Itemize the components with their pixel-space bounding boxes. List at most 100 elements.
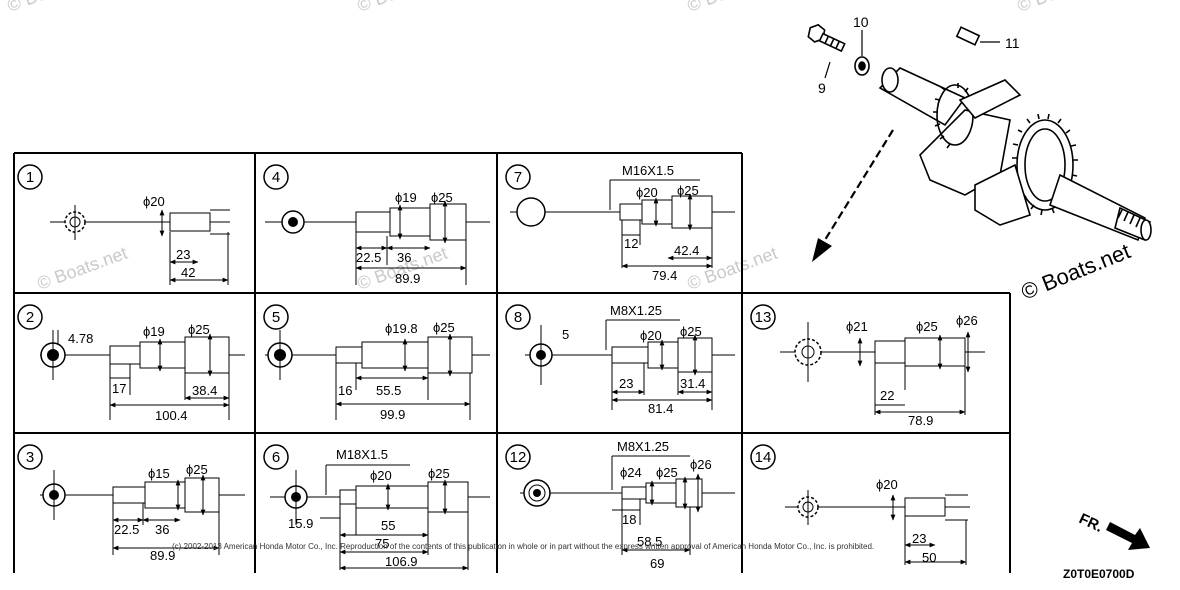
dim-label: ϕ25 [188,322,210,337]
dim-label: 100.4 [155,408,188,423]
callout-11: 11 [1005,35,1020,51]
panel-13: 13 ϕ21 ϕ25 ϕ26 22 78.9 [750,304,985,428]
panel-4: 4 ϕ19 ϕ25 22.5 36 89.9 [263,164,490,286]
dim-label: ϕ26 [956,313,978,328]
dim-label: ϕ26 [690,457,712,472]
crankshaft-illustration [807,23,1152,242]
dim-label: 42 [181,265,195,280]
dim-label: ϕ25 [428,466,450,481]
panel-grid [13,152,1011,573]
panel-2: 2 4.78 ϕ19 ϕ25 17 38.4 100.4 [17,304,245,423]
dim-label: ϕ19.8 [385,321,418,336]
watermark: © Boats.net [5,0,100,16]
dim-label: 22.5 [114,522,139,537]
dim-label: ϕ20 [636,185,658,200]
dim-label: 5 [562,327,569,342]
watermark: © Boats.net [685,0,780,16]
dim-label: 31.4 [680,376,705,391]
dim-label: ϕ21 [846,319,868,334]
dim-label: ϕ19 [143,324,165,339]
dim-label: 50 [922,550,936,565]
dim-label: ϕ25 [916,319,938,334]
dim-label: 23 [619,376,633,391]
dim-label: 36 [397,250,411,265]
gear-left [933,83,974,149]
panel-id: 6 [272,449,280,466]
panel-6: 6 M18X1.5 ϕ20 ϕ25 15.9 55 75 106.9 [263,444,490,571]
dim-label: 18 [622,512,636,527]
panel-id: 5 [272,309,280,326]
dim-label: 106.9 [385,554,418,569]
thread-label: M8X1.25 [617,439,669,454]
dim-label: 81.4 [648,401,673,416]
dim-label: ϕ19 [395,190,417,205]
bolt-9 [807,23,846,53]
panel-8: 8 M8X1.25 5 ϕ20 ϕ25 23 31.4 81.4 [505,303,735,416]
dim-label: 89.9 [150,548,175,563]
dim-label: 17 [112,381,126,396]
callout-10: 10 [853,14,869,30]
dim-label: 42.4 [674,243,699,258]
panel-id: 4 [272,169,280,186]
dim-label: 58.5 [637,534,662,549]
dim-label: 22.5 [356,250,381,265]
diagram-code: Z0T0E0700D [1063,567,1135,581]
panel-5: 5 ϕ19.8 ϕ25 16 55.5 99.9 [263,304,490,422]
washer-10 [854,56,870,76]
dim-label: ϕ20 [370,468,392,483]
dim-label: 23 [176,247,190,262]
dim-label: ϕ20 [876,477,898,492]
dim-label: 38.4 [192,383,217,398]
dim-label: 12 [624,236,638,251]
watermark: © Boats.net [355,0,450,16]
dim-label: 15.9 [288,516,313,531]
panel-id: 13 [755,309,772,326]
dim-label: ϕ25 [431,190,453,205]
dim-label: 89.9 [395,271,420,286]
dim-label: 4.78 [68,331,93,346]
brand-watermark: © Boats.net [1018,238,1134,304]
thread-label: M8X1.25 [610,303,662,318]
key-11 [955,26,981,46]
front-label: FR. [1076,510,1105,536]
dim-label: ϕ24 [620,465,642,480]
dim-label: 55.5 [376,383,401,398]
panel-id: 2 [26,309,34,326]
dim-label: 99.9 [380,407,405,422]
dim-label: ϕ25 [186,462,208,477]
copyright-notice: (c) 2002-2013 American Honda Motor Co., … [172,542,874,551]
dim-label: 22 [880,388,894,403]
watermark: © Boats.net [35,243,130,294]
thread-label: M18X1.5 [336,447,388,462]
dim-label: 16 [338,383,352,398]
callout-9: 9 [818,80,826,96]
front-direction-indicator: FR. [1076,510,1150,550]
dim-label: 78.9 [908,413,933,428]
panel-id: 3 [26,449,34,466]
dim-label: 23 [912,531,926,546]
panel-id: 12 [510,449,527,466]
dim-label: ϕ25 [433,320,455,335]
dim-label: 55 [381,518,395,533]
panel-id: 8 [514,309,522,326]
dim-label: 75 [375,536,389,551]
dim-label: ϕ20 [143,194,165,209]
panel-7: 7 M16X1.5 ϕ20 ϕ25 12 42.4 79.4 [505,163,735,283]
thread-label: M16X1.5 [622,163,674,178]
dim-label: 79.4 [652,268,677,283]
watermark: © Boats.net [1015,0,1110,16]
panel-id: 14 [755,449,772,466]
panel-3: 3 ϕ15 ϕ25 22.5 36 89.9 [17,444,245,563]
dim-label: ϕ25 [680,324,702,339]
dim-label: ϕ15 [148,466,170,481]
panel-14: 14 ϕ20 23 50 [750,444,970,565]
dim-label: ϕ20 [640,328,662,343]
panel-1: 1 ϕ20 23 42 [17,164,230,285]
dim-label: ϕ25 [656,465,678,480]
panel-12: 12 M8X1.25 ϕ24 ϕ25 ϕ26 18 58.5 69 [505,439,735,571]
panel-id: 1 [26,169,34,186]
dim-label: ϕ25 [677,183,699,198]
dim-label: 36 [155,522,169,537]
panel-id: 7 [514,169,522,186]
